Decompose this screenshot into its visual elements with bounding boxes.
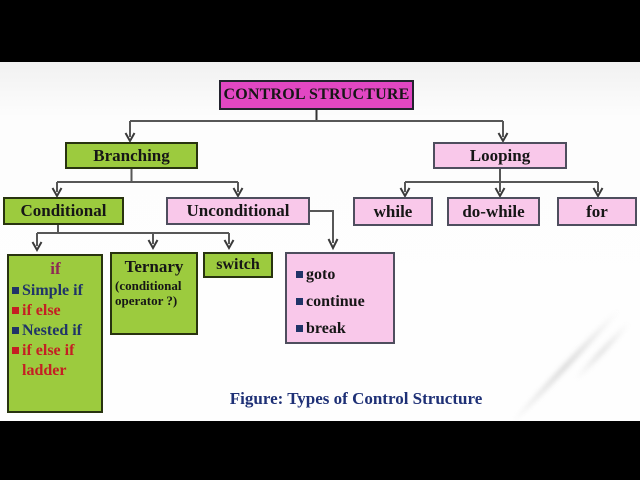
square-bullet-icon	[296, 298, 303, 305]
node-label: Looping	[469, 145, 531, 165]
list-item: if else if ladder	[12, 341, 99, 381]
node-while: while	[353, 197, 433, 226]
list-item: goto	[296, 261, 389, 288]
node-label: Unconditional	[186, 201, 290, 221]
list-item-label: Simple if	[22, 281, 83, 299]
list-item-label: goto	[306, 266, 336, 283]
node-label: while	[373, 201, 413, 221]
list-item: Nested if	[12, 321, 99, 341]
node-label: Conditional	[20, 201, 107, 221]
node-switch: switch	[203, 252, 273, 278]
glare-streak-short	[560, 307, 640, 396]
letterbox-top	[0, 0, 640, 62]
square-bullet-icon	[296, 325, 303, 332]
node-ternary: Ternary (conditional operator ?)	[110, 252, 198, 335]
figure-caption: Figure: Types of Control Structure	[229, 389, 483, 408]
list-item-label: break	[306, 320, 346, 337]
node-label: Branching	[93, 145, 170, 165]
node-branching: Branching	[65, 142, 198, 169]
square-bullet-icon	[296, 271, 303, 278]
list-item-label: if else	[22, 301, 61, 319]
if-title: if	[50, 259, 61, 278]
node-jump-statements: goto continue break	[285, 252, 395, 344]
node-label: for	[586, 201, 608, 221]
list-item: Simple if	[12, 281, 99, 301]
node-looping: Looping	[433, 142, 567, 169]
node-label: do-while	[462, 201, 525, 221]
square-bullet-icon	[12, 326, 19, 334]
node-for: for	[557, 197, 637, 226]
list-item: break	[296, 315, 389, 342]
node-label: switch	[216, 255, 260, 273]
list-item: continue	[296, 288, 389, 315]
square-bullet-icon	[12, 306, 19, 314]
list-item-label: continue	[306, 293, 365, 310]
node-do-while: do-while	[447, 197, 540, 226]
node-unconditional: Unconditional	[166, 197, 310, 225]
list-item: if else	[12, 301, 99, 321]
node-control-structure: CONTROL STRUCTURE	[219, 80, 414, 110]
list-item-label: Nested if	[22, 321, 82, 339]
square-bullet-icon	[12, 286, 19, 294]
node-label: CONTROL STRUCTURE	[223, 85, 410, 103]
letterbox-bottom	[0, 421, 640, 480]
list-item-label: if else if ladder	[22, 341, 75, 379]
node-conditional: Conditional	[3, 197, 124, 225]
square-bullet-icon	[12, 346, 19, 354]
ternary-title: Ternary	[124, 257, 184, 276]
ternary-subtitle: (conditional operator ?)	[115, 277, 182, 308]
node-if-types: if Simple if if else Nested if if else i…	[7, 254, 103, 413]
